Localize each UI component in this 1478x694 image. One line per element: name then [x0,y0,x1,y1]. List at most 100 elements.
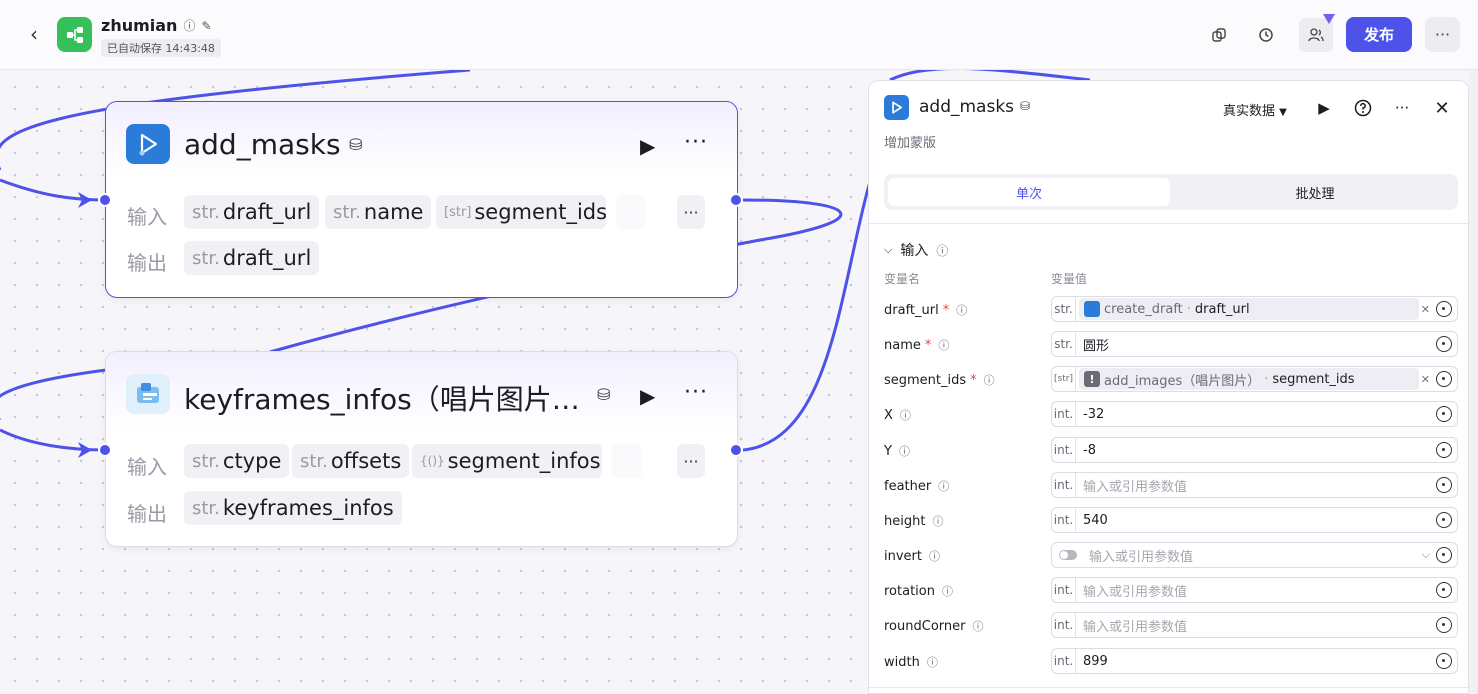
badge-diamond-icon [1323,14,1335,24]
var-value-y[interactable]: int. -8 [1051,437,1458,463]
more-icon[interactable]: ··· [1425,17,1460,52]
section-title: 输入 [900,243,929,259]
edge-arrow [78,192,92,208]
node-title: keyframes_infos（唱片图片… [184,383,580,416]
node-add-masks[interactable]: add_masks ⛁ ▶ ··· 输入 str.draft_url str.n… [105,101,738,298]
publish-button[interactable]: 发布 [1346,17,1412,52]
node-header [106,102,737,180]
panel-description: 增加蒙版 [884,136,937,151]
divider [869,687,1468,688]
settings-icon[interactable] [1436,512,1452,528]
var-name: segment_ids*ⓘ [884,372,995,388]
var-value-x[interactable]: int. -32 [1051,401,1458,427]
settings-icon[interactable] [1436,582,1452,598]
clear-icon[interactable]: ✕ [1420,372,1430,386]
tab-batch[interactable]: 批处理 [1295,186,1335,202]
info-icon: ⓘ [898,445,910,458]
help-icon[interactable] [1351,96,1375,120]
play-icon[interactable]: ▶ [640,384,656,408]
settings-icon[interactable] [1436,617,1452,633]
info-icon: ⓘ [983,374,995,387]
settings-icon[interactable] [1436,477,1452,493]
var-value-round-corner[interactable]: int. 输入或引用参数值 [1051,612,1458,638]
output-port[interactable] [729,193,743,207]
output-label: 输出 [127,251,167,275]
settings-icon[interactable] [1436,653,1452,669]
users-icon [1308,28,1324,42]
output-chip: str.draft_url [184,241,320,275]
var-value-segment-ids[interactable]: [str] ! add_images（唱片图片）·segment_ids ✕ [1051,366,1458,392]
input-chip: str.name [325,195,432,229]
input-chip-overflow [616,195,646,229]
settings-icon[interactable] [1436,336,1452,352]
run-mode-tabs: 单次 批处理 [884,174,1458,210]
var-value-width[interactable]: int. 899 [1051,648,1458,674]
more-inputs-icon[interactable]: ··· [677,444,705,478]
tab-single[interactable]: 单次 [888,178,1170,206]
collaborators-button[interactable] [1299,14,1335,52]
var-value-name[interactable]: str. 圆形 [1051,331,1458,357]
play-icon[interactable]: ▶ [640,134,656,158]
data-mode-select[interactable]: 真实数据 ▼ [1223,104,1287,119]
info-icon: ⓘ [938,480,950,493]
edge [889,66,1091,82]
output-port[interactable] [729,443,743,457]
var-value-invert[interactable]: 输入或引用参数值 ⌵ [1051,542,1458,568]
output-label: 输出 [127,502,167,526]
chevron-down-icon: ⌵ [884,243,893,256]
background-nodes-strip [1469,70,1478,694]
input-chip: str.ctype [184,444,290,478]
plugin-icon [884,95,909,120]
node-header [106,352,737,430]
chevron-left-icon[interactable]: ‹ [30,22,38,46]
more-inputs-icon[interactable]: ··· [677,195,705,229]
settings-icon[interactable] [1436,301,1452,317]
reference-chip: create_draft·draft_url [1079,298,1419,320]
input-chip: str.offsets [292,444,410,478]
edge [0,68,471,170]
more-icon[interactable]: ··· [1394,99,1410,117]
var-value-rotation[interactable]: int. 输入或引用参数值 [1051,577,1458,603]
node-keyframes-infos[interactable]: keyframes_infos（唱片图片… ⛁ ▶ ··· 输入 str.cty… [105,351,738,547]
plugin-icon [126,124,170,164]
node-title: add_masks [184,128,341,161]
var-value-feather[interactable]: int. 输入或引用参数值 [1051,472,1458,498]
history-icon[interactable] [1251,20,1281,50]
edit-icon[interactable]: ✎ [201,18,212,33]
info-icon: ⓘ [926,656,938,669]
reference-chip: ! add_images（唱片图片）·segment_ids [1079,368,1419,390]
edge [0,178,107,202]
var-value-height[interactable]: int. 540 [1051,507,1458,533]
top-bar: ‹ zhumian ⓘ ✎ 已自动保存 14:43:48 发布 ··· [0,0,1478,70]
play-icon[interactable]: ▶ [1318,99,1330,117]
input-chip: str.draft_url [184,195,320,229]
settings-icon[interactable] [1436,371,1452,387]
caret-down-icon: ▼ [1279,107,1287,118]
store-icon: ⛁ [597,385,611,404]
input-port[interactable] [98,193,112,207]
settings-icon[interactable] [1436,547,1452,563]
autosave-status: 已自动保存 14:43:48 [101,39,221,57]
edge [0,428,107,452]
close-icon[interactable]: ✕ [1434,97,1450,119]
node-more-icon[interactable]: ··· [684,130,708,155]
settings-icon[interactable] [1436,406,1452,422]
info-icon[interactable]: ⓘ [183,19,196,33]
input-port[interactable] [98,443,112,457]
clear-icon[interactable]: ✕ [1420,302,1430,316]
app-title-group: zhumian ⓘ ✎ [101,16,212,35]
var-value-draft-url[interactable]: str. create_draft·draft_url ✕ [1051,296,1458,322]
copy-icon[interactable] [1204,20,1234,50]
toggle-icon[interactable] [1059,550,1077,560]
chevron-down-icon[interactable]: ⌵ [1421,548,1430,561]
settings-icon[interactable] [1436,442,1452,458]
input-section-header[interactable]: ⌵ 输入 ⓘ [884,240,948,260]
output-chip: str.keyframes_infos [184,491,402,525]
node-more-icon[interactable]: ··· [684,380,708,405]
